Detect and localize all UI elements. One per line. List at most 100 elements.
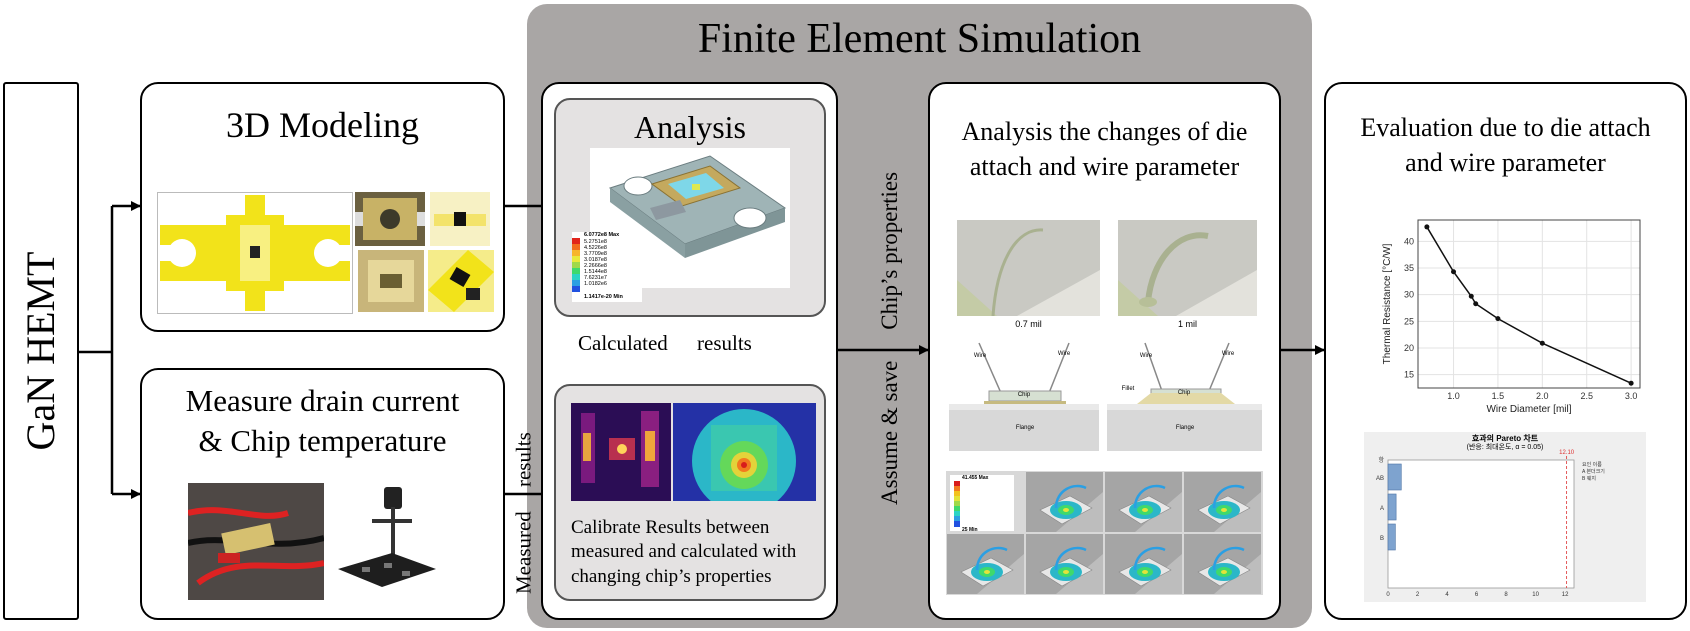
- evaluation-title-line1: Evaluation due to die attach: [1360, 113, 1651, 142]
- chip-wire-diagram-1: Wire Wire Chip Flange: [949, 333, 1099, 451]
- pareto-plot-area: [1387, 459, 1575, 589]
- flange-model-image: [157, 192, 353, 314]
- calibrate-line2: measured and calculated with: [571, 541, 797, 562]
- fem-title: Finite Element Simulation: [697, 16, 1142, 62]
- contour-thumbnail: [1026, 472, 1103, 532]
- changes-title-line2: attach and wire parameter: [969, 152, 1240, 181]
- pareto-x-tick: 4: [1445, 592, 1449, 598]
- chip-label-a: Chip: [1017, 392, 1031, 398]
- pareto-legend-entry: 요인 이름: [1582, 461, 1602, 468]
- pareto-x-tick: 2: [1416, 592, 1420, 598]
- calibrate-line1: Calibrate Results between: [571, 517, 770, 538]
- thermal-camera-image: [571, 403, 671, 501]
- wire-label-1mil: 1 mil: [1177, 319, 1197, 329]
- x-tick-label: 1.5: [1492, 391, 1505, 401]
- thermal-contour-grid: 41.455 Max 25 Min: [946, 471, 1263, 595]
- wire-label-b: Wire: [1057, 351, 1071, 357]
- data-point: [1628, 380, 1634, 386]
- results-label: results: [697, 331, 752, 355]
- stress-contour-model: [590, 148, 790, 288]
- pareto-subtitle: (반응: 최대온도, α = 0.05): [1466, 444, 1544, 451]
- y-tick-label: 25: [1404, 316, 1414, 326]
- contour-max: 41.455 Max: [962, 475, 989, 481]
- pareto-bar: [1387, 523, 1396, 551]
- flange-label-a: Flange: [1015, 425, 1035, 431]
- pareto-category-label: AB: [1376, 476, 1384, 482]
- contour-thumbnail: [1105, 472, 1182, 532]
- pareto-legend-entry: A 본더크기: [1582, 468, 1605, 475]
- x-axis-label: Wire Diameter [mil]: [1486, 404, 1571, 415]
- evaluation-title-line2: and wire parameter: [1405, 148, 1606, 177]
- pareto-category-label: A: [1380, 506, 1384, 512]
- chip-label-b: Chip: [1177, 390, 1191, 396]
- pareto-x-tick: 0: [1386, 592, 1390, 598]
- measured-results-label: results: [511, 432, 536, 488]
- probe-photo: [188, 483, 324, 600]
- contour-thumbnail: [947, 534, 1024, 594]
- chip-photo-1: [355, 192, 425, 246]
- pareto-bar: [1387, 463, 1402, 491]
- data-point: [1473, 301, 1479, 307]
- thermal-simulation-image: [673, 403, 816, 501]
- contour-thumbnail: [1184, 472, 1261, 532]
- data-point: [1424, 224, 1430, 230]
- data-point: [1539, 340, 1545, 346]
- pareto-x-tick: 10: [1532, 592, 1539, 598]
- wire-label-07mil: 0.7 mil: [1015, 319, 1042, 329]
- y-tick-label: 40: [1404, 236, 1414, 246]
- pareto-title: 효과의 Pareto 차트: [1471, 434, 1539, 443]
- stress-legend-max: 6.0772e8 Max: [584, 232, 620, 238]
- y-tick-label: 20: [1404, 343, 1414, 353]
- analysis-title: Analysis: [634, 109, 746, 145]
- stress-legend-min: 1.1417e-20 Min: [584, 294, 623, 300]
- pareto-x-tick: 8: [1504, 592, 1508, 598]
- wire-render-1mil: [1118, 220, 1257, 316]
- wire-label-d: Wire: [1221, 351, 1235, 357]
- calculated-label: Calculated: [578, 331, 668, 355]
- assume-save-label: Assume & save: [877, 360, 903, 505]
- plot-frame: [1417, 219, 1641, 389]
- y-tick-label: 35: [1404, 263, 1414, 273]
- measure-title-line1: Measure drain current: [185, 383, 460, 418]
- data-point: [1468, 293, 1474, 299]
- pareto-x-tick: 6: [1475, 592, 1479, 598]
- contour-min: 25 Min: [962, 527, 978, 533]
- modeling-title: 3D Modeling: [226, 105, 419, 145]
- y-tick-label: 30: [1404, 290, 1414, 300]
- pareto-x-tick: 12: [1562, 592, 1569, 598]
- chip-properties-label: Chip’s properties: [877, 171, 903, 330]
- y-tick-label: 15: [1404, 370, 1414, 380]
- pareto-axis-label: 항: [1378, 456, 1384, 464]
- data-point: [1451, 269, 1457, 275]
- changes-title-line1: Analysis the changes of die: [961, 117, 1248, 146]
- wire-label-c: Wire: [1139, 353, 1153, 359]
- x-tick-label: 2.5: [1580, 391, 1593, 401]
- pareto-bar: [1387, 493, 1397, 521]
- x-tick-label: 2.0: [1536, 391, 1549, 401]
- measure-title-line2: & Chip temperature: [198, 423, 447, 458]
- y-axis-label: Thermal Resistance [°C/W]: [1382, 243, 1393, 364]
- wire-label-a: Wire: [973, 353, 987, 359]
- contour-thumbnail: [1184, 534, 1261, 594]
- contour-thumbnail: [1105, 534, 1182, 594]
- x-tick-label: 1.0: [1447, 391, 1460, 401]
- thermal-resistance-line: [1426, 226, 1632, 384]
- wire-render-07mil: [957, 220, 1100, 316]
- flange-label-b: Flange: [1175, 425, 1195, 431]
- chip-photo-2: [430, 192, 490, 246]
- test-fixture-image: [332, 483, 440, 600]
- pareto-legend-entry: B 웨지: [1582, 475, 1596, 482]
- pareto-reference-label: 12.10: [1559, 450, 1575, 456]
- fillet-label: Fillet: [1121, 386, 1135, 392]
- data-point: [1495, 316, 1501, 322]
- contour-thumbnail: [1026, 534, 1103, 594]
- x-tick-label: 3.0: [1625, 391, 1638, 401]
- calibrate-line3: changing chip’s properties: [571, 566, 772, 587]
- measured-label: Measured: [511, 511, 536, 594]
- chip-photo-4: [428, 250, 494, 312]
- chip-photo-3: [358, 250, 424, 312]
